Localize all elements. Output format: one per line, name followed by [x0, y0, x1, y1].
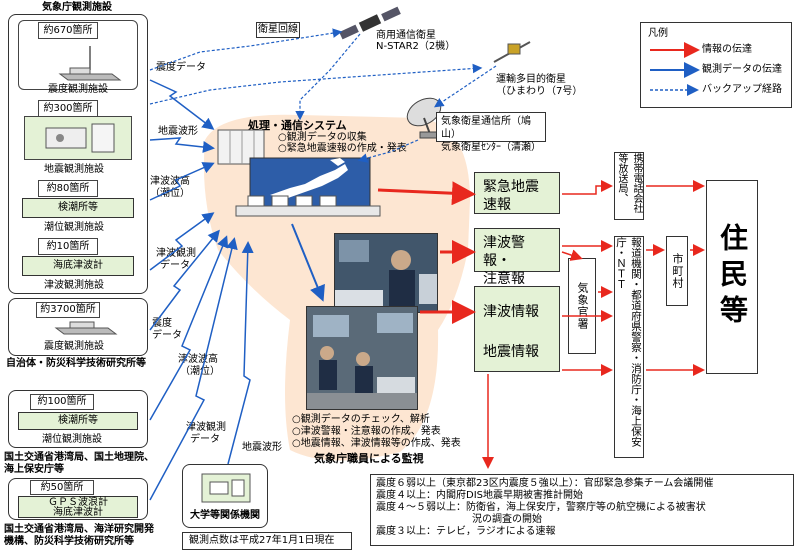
mlit2-name-line2: 海底津波計 [53, 507, 103, 518]
flow-shindo-data: 震度データ [156, 62, 206, 73]
flow-choui: （潮位） [150, 188, 190, 199]
flow-tsunami-kansoku2: 津波観測 [186, 422, 226, 433]
as-of-note: 観測点数は平成27年1月1日現在 [182, 532, 352, 550]
legend-title: 凡例 [648, 28, 668, 39]
flow-jishin-hakei2: 地震波形 [242, 442, 282, 453]
jishin-device-card [24, 116, 132, 160]
ground-station-box: 気象衛星通信所（鳩山） 気象衛星ｾﾝﾀｰ（清瀬） [436, 112, 546, 153]
mlit2-org-line2: 機構、防災科学技術研究所等 [4, 536, 134, 547]
info-box: 津波情報 地震情報 [474, 286, 560, 372]
agencies-box: 報道機関・都道府県警察・消防庁・海上保安庁・ＮＴＴ [614, 236, 644, 458]
municipality-box: 市町村 [666, 236, 688, 306]
university-label: 大学等関係機関 [190, 510, 260, 521]
mlit2-name-line1: ＧＰＳ波浪計 [48, 497, 108, 508]
choui-name: 検潮所等 [22, 198, 134, 218]
processing-item2: ○緊急地震速報の作成・発表 [278, 143, 407, 154]
monitoring-item3: ○地震情報、津波情報等の作成、発表 [292, 438, 461, 449]
mlit1-name: 検潮所等 [18, 412, 138, 430]
tsunami-warning-box: 津波警報・ 注意報 [474, 228, 560, 287]
flow-shindo: 震度 [152, 318, 172, 329]
mlit1-org-line1: 国土交通省港湾局、国土地理院、 [4, 452, 154, 463]
residents-box: 住民等 [706, 180, 758, 374]
local-gov-label: 震度観測施設 [44, 341, 104, 352]
flow-data: データ [160, 260, 190, 271]
comm-satellite-line2: N-STAR2（2機） [376, 41, 456, 52]
mlit2-org-line1: 国土交通省港湾局、海洋研究開発 [4, 524, 154, 535]
flow-data3: データ [190, 434, 220, 445]
kishou-kansho-box: 気象官署 [568, 258, 596, 354]
mlit1-org-line2: 海上保安庁等 [4, 464, 64, 475]
operations-photo-1 [334, 233, 438, 313]
eew-line2: 速報 [483, 197, 511, 214]
operations-photo-2 [306, 306, 418, 410]
mlit2-count: 約50箇所 [30, 480, 94, 495]
legend-item-obs: 観測データの伝達 [702, 64, 782, 75]
eew-box: 緊急地震 速報 [474, 172, 560, 214]
monitoring-caption: 気象庁職員による監視 [314, 452, 424, 465]
jishin-label: 地震観測施設 [44, 164, 104, 175]
choui-label: 潮位観測施設 [44, 222, 104, 233]
tsunami-warning-line1: 津波警報・ [483, 235, 525, 270]
tsunami-name: 海底津波計 [22, 256, 134, 276]
monitoring-item2: ○津波警報・注意報の作成、発表 [292, 426, 441, 437]
legend-item-info: 情報の伝達 [702, 44, 752, 55]
monitoring-item1: ○観測データのチェック、解析 [292, 414, 430, 425]
satellite-line-label: 衛星回線 [256, 22, 300, 38]
tsunami-label: 津波観測施設 [44, 280, 104, 291]
intensity-line3b: 況の調査の開始 [472, 514, 542, 525]
tsunami-count: 約10箇所 [38, 238, 98, 255]
himawari-line1: 運輸多目的衛星 [496, 74, 566, 85]
ground-station-line2: 気象衛星ｾﾝﾀｰ（清瀬） [441, 142, 541, 153]
legend-box [640, 22, 792, 108]
shindo-count: 約670箇所 [38, 22, 98, 39]
local-gov-org: 自治体・防災科学技術研究所等 [6, 358, 146, 369]
operations-photo-1-art [335, 234, 437, 312]
processing-title: 処理・通信システム [248, 119, 347, 132]
operations-photo-2-art [307, 307, 417, 409]
intensity-line4: 震度３以上：テレビ，ラジオによる速報 [376, 526, 556, 537]
flow-tsunami-hakou2: 津波波高 [178, 354, 218, 365]
eq-info-label: 地震情報 [483, 344, 539, 361]
tsunami-warning-line2: 注意報 [483, 271, 525, 288]
mlit2-name: ＧＰＳ波浪計 海底津波計 [18, 496, 138, 518]
jishin-count: 約300箇所 [38, 100, 98, 117]
flow-tsunami-kansoku: 津波観測 [156, 248, 196, 259]
intensity-line3: 震度４～５弱以上：防衛省，海上保安庁，警察庁等の航空機による被害状 [376, 502, 706, 513]
mlit1-label: 潮位観測施設 [42, 434, 102, 445]
flow-tsunami-hakou: 津波波高 [150, 176, 190, 187]
shindo-label: 震度観測施設 [48, 84, 108, 95]
broadcast-box: 携帯電話会社等放送局、 [614, 152, 644, 220]
flow-choui2: （潮位） [180, 366, 220, 377]
himawari-line2: （ひまわり（7号） [496, 86, 583, 97]
mlit1-count: 約100箇所 [30, 394, 94, 410]
choui-count: 約80箇所 [38, 180, 98, 197]
comm-satellite-line1: 商用通信衛星 [376, 30, 436, 41]
intensity-line2: 震度４以上：内閣府DIS地震早期被害推計開始 [376, 490, 583, 501]
intensity-notes-box: 震度６弱以上（東京都23区内震度５強以上）：官邸緊急参集チーム会議開催 震度４以… [370, 474, 794, 546]
local-gov-count: 約3700箇所 [36, 302, 100, 318]
flow-data2: データ [152, 330, 182, 341]
ground-station-line1: 気象衛星通信所（鳩山） [441, 116, 531, 140]
processing-item1: ○観測データの収集 [278, 132, 367, 143]
intensity-line1: 震度６弱以上（東京都23区内震度５強以上）：官邸緊急参集チーム会議開催 [376, 478, 714, 489]
tsunami-info-label: 津波情報 [483, 304, 539, 320]
eew-line1: 緊急地震 [483, 179, 539, 195]
jma-facilities-heading: 気象庁観測施設 [42, 2, 112, 13]
flow-jishin-hakei: 地震波形 [158, 126, 198, 137]
legend-item-backup: バックアップ経路 [702, 84, 782, 95]
